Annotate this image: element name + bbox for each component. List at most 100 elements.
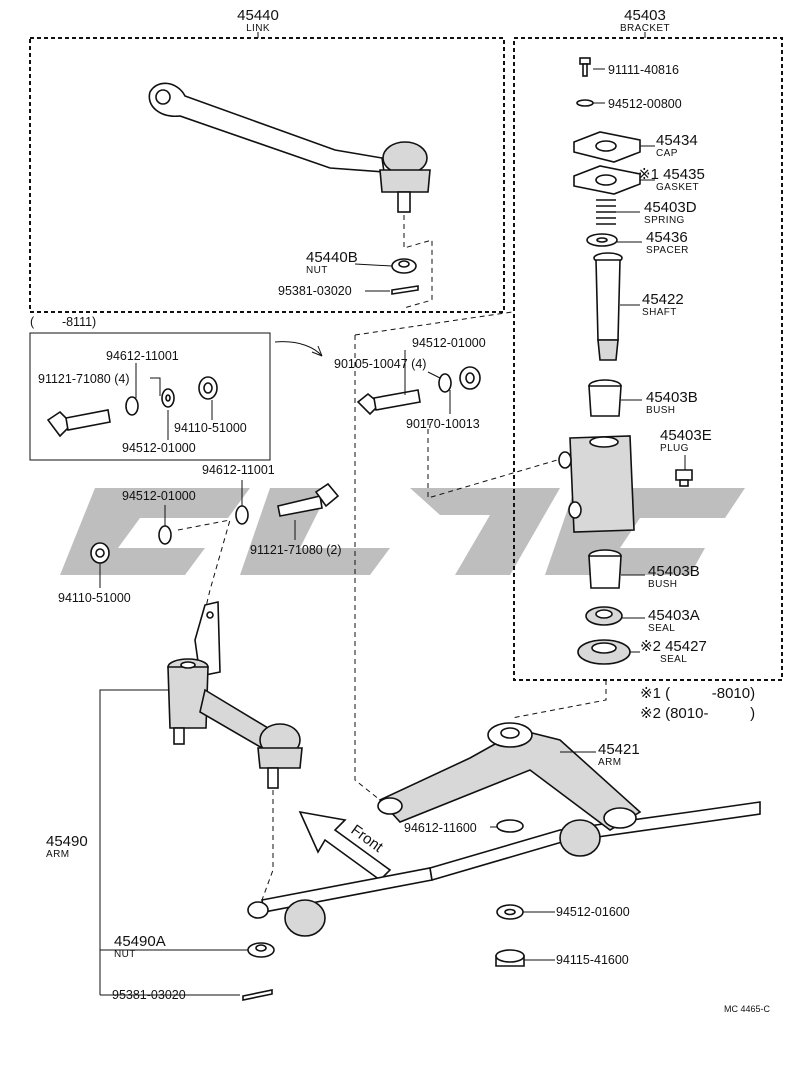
part-number-45490: 45490: [46, 833, 88, 850]
washer-94512-a-drawing: [161, 388, 175, 408]
bush-45403b-lower-drawing: [588, 549, 622, 589]
nut-94110-b-drawing: [90, 542, 110, 564]
date-range-box: [29, 332, 271, 461]
part-number-45403d: 45403D: [644, 199, 697, 216]
part-number-45403b-upper: 45403B: [646, 389, 698, 406]
link-group-box: [29, 37, 505, 313]
part-number-91121-a: 91121-71080 (4): [38, 372, 130, 386]
part-number-45403e: 45403E: [660, 427, 712, 444]
bolt-91121-a-drawing: [46, 409, 111, 438]
washer-94612-c-drawing: [496, 819, 524, 833]
cotter-pin-b-drawing: [242, 989, 273, 1001]
part-name-45403e: PLUG: [660, 443, 689, 454]
spring-45403d-drawing: [596, 199, 616, 225]
part-number-45490a: 45490A: [114, 933, 166, 950]
bolt-91111-drawing: [579, 57, 591, 77]
link-drawing: [148, 82, 431, 213]
nut-94110-a-drawing: [198, 376, 218, 400]
shaft-45422-drawing: [593, 252, 623, 361]
part-number-45435: ※1 45435: [638, 166, 705, 183]
part-number-45434: 45434: [656, 132, 698, 149]
part-number-45427: ※2 45427: [640, 638, 707, 655]
part-number-94612-c: 94612-11600: [404, 821, 477, 835]
part-number-45403b-lower: 45403B: [648, 563, 700, 580]
bracket-mount-dashline: [354, 311, 513, 801]
part-number-90170: 90170-10013: [406, 417, 480, 431]
cotter-pin-a-drawing: [391, 285, 419, 295]
washer-94512-e-drawing: [496, 904, 524, 920]
date-range-arrow: [274, 341, 323, 357]
note-1: ※1 ( -8010): [640, 685, 755, 702]
plug-45403e-drawing: [675, 469, 693, 487]
part-name-45427: SEAL: [660, 654, 687, 665]
bolt-90105-drawing: [356, 389, 421, 416]
date-range-label: ( -8111): [30, 315, 96, 329]
part-number-94115: 94115-41600: [556, 953, 629, 967]
bracket-group-number: 45403: [624, 7, 666, 24]
part-name-45403b-lower: BUSH: [648, 579, 677, 590]
link-group-number: 45440: [237, 7, 279, 24]
part-name-45490a: NUT: [114, 949, 136, 960]
part-number-94512-e: 94512-01600: [556, 905, 630, 919]
bracket-bolt-dashline: [427, 420, 565, 499]
part-name-45436: SPACER: [646, 245, 689, 256]
nut-45490a-drawing: [247, 942, 275, 958]
footer-code: MC 4465-C: [724, 1004, 771, 1014]
bracket-group-box: [513, 37, 783, 681]
part-number-90105: 90105-10047 (4): [334, 357, 426, 371]
part-name-45435: GASKET: [656, 182, 699, 193]
nut-94115-drawing: [495, 949, 525, 967]
part-name-45490: ARM: [46, 849, 69, 860]
leader-lines: [99, 68, 686, 996]
link-stud-dashline: [403, 215, 433, 309]
washer-94512-c-drawing: [158, 525, 172, 545]
washer-94612-a-drawing: [125, 396, 139, 416]
part-name-45403d: SPRING: [644, 215, 685, 226]
bracket-body-drawing: [558, 435, 635, 533]
bracket-shaft-dashline: [511, 680, 607, 719]
seal-45403a-drawing: [585, 606, 623, 626]
part-number-94110-b: 94110-51000: [58, 591, 131, 605]
cap-45434-drawing: [573, 131, 641, 163]
part-number-45421: 45421: [598, 741, 640, 758]
washer-94512-d-drawing: [576, 99, 594, 107]
part-name-45440b: NUT: [306, 265, 328, 276]
washer-94612-b-drawing: [235, 505, 249, 525]
bracket-group-name: BRACKET: [620, 23, 670, 34]
spacer-45436-drawing: [586, 233, 618, 247]
link-group-name: LINK: [246, 23, 270, 34]
part-number-94512-a: 94512-01000: [122, 441, 196, 455]
part-number-94110-a: 94110-51000: [174, 421, 247, 435]
part-number-95381-a: 95381-03020: [278, 284, 352, 298]
part-number-45436: 45436: [646, 229, 688, 246]
part-name-45421: ARM: [598, 757, 621, 768]
part-number-45403a: 45403A: [648, 607, 700, 624]
pitman-arm-drawing: [377, 722, 642, 831]
gasket-45435-drawing: [573, 165, 641, 195]
part-number-94612-b: 94612-11001: [202, 463, 275, 477]
part-number-45440b: 45440B: [306, 249, 358, 266]
seal-45427-drawing: [577, 639, 631, 665]
part-name-45403a: SEAL: [648, 623, 675, 634]
part-number-94612-a: 94612-11001: [106, 349, 179, 363]
part-number-91121-b: 91121-71080 (2): [250, 543, 342, 557]
bush-45403b-upper-drawing: [588, 379, 622, 417]
front-arrow: Front: [298, 810, 392, 882]
nut-45440b-drawing: [391, 258, 417, 274]
relay-rod-drawing: [247, 801, 761, 937]
idler-arm-drawing: [167, 601, 303, 789]
part-number-94512-b: 94512-01000: [412, 336, 486, 350]
part-name-45434: CAP: [656, 148, 678, 159]
arm-stud-dashline: [261, 790, 274, 901]
part-number-94512-d: 94512-00800: [608, 97, 682, 111]
part-number-45422: 45422: [642, 291, 684, 308]
date-range-arrowhead: [311, 345, 323, 357]
nut-90170-drawing: [459, 366, 481, 390]
bolt-91121-b-drawing: [277, 482, 340, 517]
part-number-94512-c: 94512-01000: [122, 489, 196, 503]
note-2: ※2 (8010- ): [640, 705, 755, 722]
part-number-95381-b: 95381-03020: [112, 988, 186, 1002]
labels: 45440 LINK 45403 BRACKET ( -8111) 45440B…: [30, 7, 771, 1014]
washer-94512-b-drawing: [438, 373, 452, 393]
